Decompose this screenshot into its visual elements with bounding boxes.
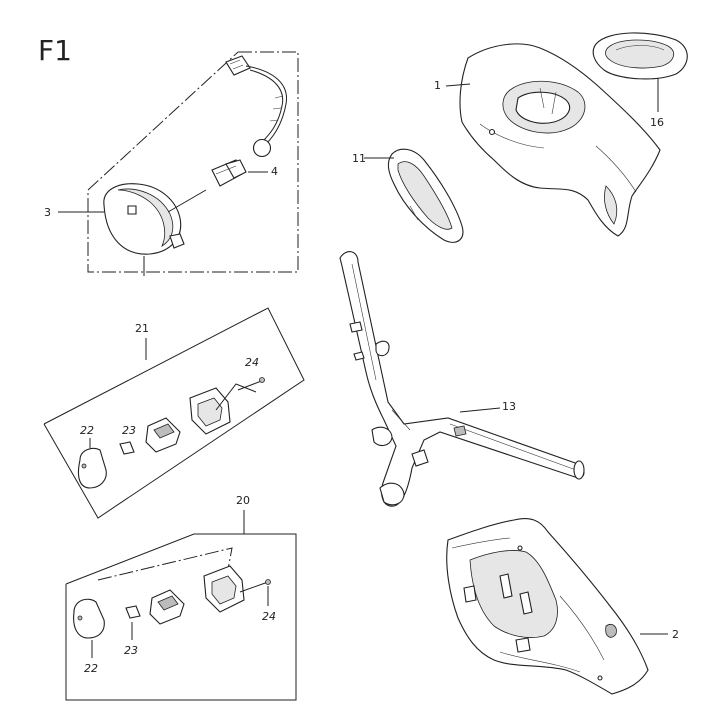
leader-1 [445,83,471,87]
switch-knob-upper [145,417,181,453]
switch-cap-22-lower [73,598,105,639]
callout-13: 13 [502,400,516,413]
callout-3: 3 [44,206,51,219]
switch-group-20: 20 22 23 24 [65,494,297,701]
switch-group-21-frame [43,307,305,519]
callout-21: 21 [135,322,149,335]
callout-2: 2 [672,628,679,641]
figure-title: F1 [38,34,72,67]
switch-group-21: 21 22 23 24 [43,307,305,519]
callout-23-upper: 23 [122,424,136,437]
switch-cap-22-upper [77,447,107,489]
meter-ring-part-16 [592,32,688,80]
callout-23-lower: 23 [124,644,138,657]
switch-knob-lower [149,589,185,625]
handlebar-part-13 [339,251,585,507]
callout-16: 16 [650,116,664,129]
callout-22-upper: 22 [80,424,94,437]
callout-22-lower: 22 [84,662,98,675]
spring-23-upper [119,441,135,455]
headlight-unit [103,183,207,255]
front-cover-part-1 [459,43,661,237]
callout-1: 1 [434,79,441,92]
callout-11: 11 [352,152,366,165]
callout-24-lower: 24 [262,610,276,623]
headlight-assembly-group: 4 3 [44,51,299,276]
screw-24-lower [239,579,271,593]
wiring-harness [225,55,287,158]
callout-20: 20 [236,494,250,507]
switch-housing-upper [189,383,257,435]
callout-24-upper: 24 [245,356,259,369]
spring-23-lower [125,605,141,619]
meter-lens-part-11 [387,148,464,243]
rear-cover-part-2 [446,517,649,695]
leader-13 [459,407,501,413]
callout-4: 4 [271,165,278,178]
switch-group-20-frame [65,533,297,701]
switch-housing-lower [203,565,245,613]
headlight-group-frame [87,51,299,273]
screw-24-upper [237,377,265,391]
headlight-bulb [211,159,247,187]
